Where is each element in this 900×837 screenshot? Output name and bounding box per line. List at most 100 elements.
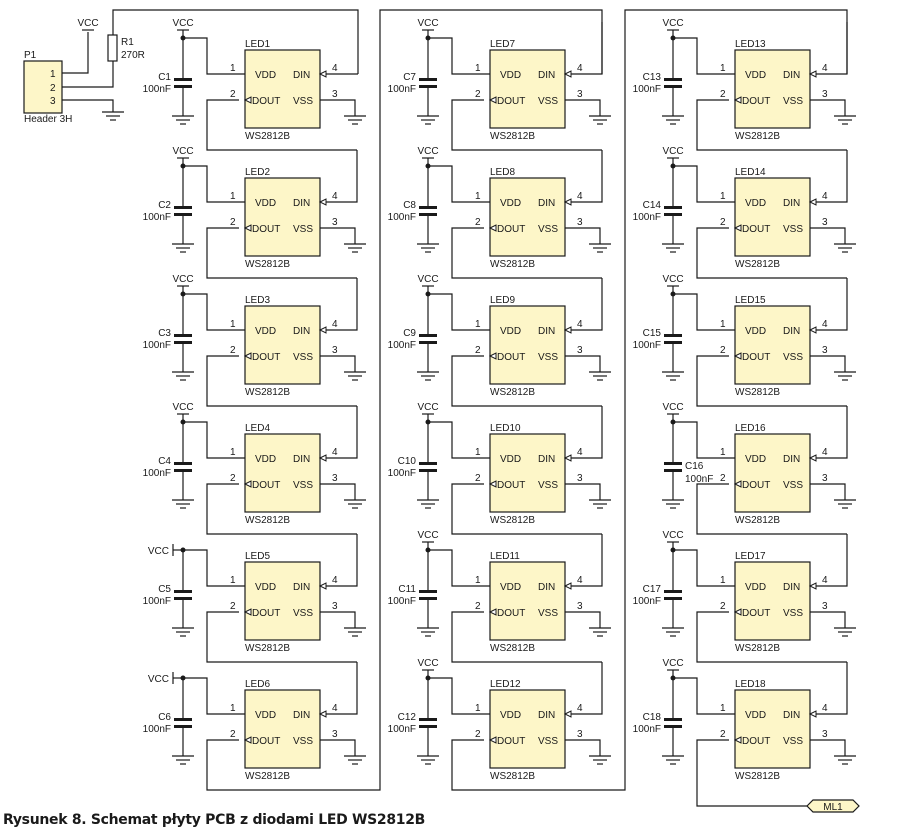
capacitor-plate [664,78,682,81]
pin-number: 4 [332,63,338,74]
ground-symbol [834,499,856,509]
wire-vdd [183,677,245,715]
pin-arrow-icon [733,480,742,488]
wire-vdd [183,549,245,587]
pin-number: 2 [720,217,726,228]
led-ref: LED7 [490,39,515,50]
capacitor-plate [174,725,192,728]
ground-symbol [344,115,366,125]
vcc-symbol: VCC [662,146,684,159]
wire-dout [206,227,357,279]
capacitor-ref: C11 [398,584,416,595]
pin-number: 2 [720,473,726,484]
led-part: WS2812B [735,387,780,398]
led-body [244,689,321,769]
pin-name-dout: DOUT [742,96,770,107]
pin-arrow-icon [563,70,572,78]
pin-name-din: DIN [783,582,800,593]
vcc-symbol: VCC [417,530,439,543]
wire [62,32,89,74]
led-body [489,433,566,513]
capacitor-plate [174,462,192,465]
pin-arrow-icon [318,326,327,334]
capacitor-plate [419,462,437,465]
vcc-label: VCC [662,18,683,29]
wire-vdd [673,549,735,587]
ground-symbol [589,755,611,765]
wire-vdd [428,421,490,459]
wire-din [326,406,358,459]
pin-name-vss: VSS [538,224,558,235]
led-part: WS2812B [490,131,535,142]
capacitor-plate [664,597,682,600]
pin-number: 3 [577,601,583,612]
wire-vss [320,227,356,244]
pin-name-vdd: VDD [745,198,766,209]
capacitor-plate [419,469,437,472]
wire-dout [206,611,357,663]
pin-arrow-icon [733,96,742,104]
wire-dout [696,355,847,407]
pin-name-vdd: VDD [255,582,276,593]
wire-din [326,662,358,715]
pin-name-dout: DOUT [742,608,770,619]
pin-number: 2 [720,89,726,100]
capacitor-value: 100nF [388,340,416,351]
pin-number: 4 [577,319,583,330]
wire-vdd [428,165,490,203]
pin-number: 4 [332,319,338,330]
pin-number: 1 [475,447,481,458]
pin-name-vss: VSS [293,480,313,491]
wire-dout [206,99,357,151]
pin-name-din: DIN [783,710,800,721]
led-part: WS2812B [245,771,290,782]
led-body [734,561,811,641]
wire-dout-out [696,739,807,807]
led-part: WS2812B [490,259,535,270]
pin-number: 1 [230,447,236,458]
pin-arrow-icon [563,710,572,718]
vcc-symbol: VCC [77,18,99,31]
vcc-symbol: VCC [172,274,194,287]
header-ref: P1 [24,50,37,61]
pin-arrow-icon [318,582,327,590]
pin-name-din: DIN [783,454,800,465]
pin-name-dout: DOUT [252,96,280,107]
pin-name-vdd: VDD [500,582,521,593]
ground-symbol [172,755,194,765]
wire [62,99,114,112]
pin-arrow-icon [808,70,817,78]
pin-number: 1 [230,319,236,330]
pin-number: 3 [332,473,338,484]
led-body [489,561,566,641]
pin-number: 3 [822,345,828,356]
resistor-body [107,34,118,62]
pin-number: 2 [720,601,726,612]
led-ref: LED15 [735,295,766,306]
wire-vdd [673,165,735,203]
header-pin-number: 3 [50,96,56,107]
pin-name-dout: DOUT [252,736,280,747]
vcc-label: VCC [172,274,193,285]
pin-name-dout: DOUT [497,352,525,363]
pin-number: 4 [332,703,338,714]
wire-din [816,150,848,203]
led-ref: LED8 [490,167,515,178]
led-ref: LED6 [245,679,270,690]
vcc-symbol: VCC [417,146,439,159]
led-part: WS2812B [490,387,535,398]
capacitor-value: 100nF [143,340,171,351]
ground-symbol [417,627,439,637]
capacitor-plate [419,341,437,344]
wire-vss [810,611,846,628]
pin-name-vdd: VDD [255,198,276,209]
pin-arrow-icon [488,224,497,232]
pin-number: 3 [577,345,583,356]
pin-arrow-icon [808,198,817,206]
wire-din [571,22,603,75]
ground-symbol [589,627,611,637]
